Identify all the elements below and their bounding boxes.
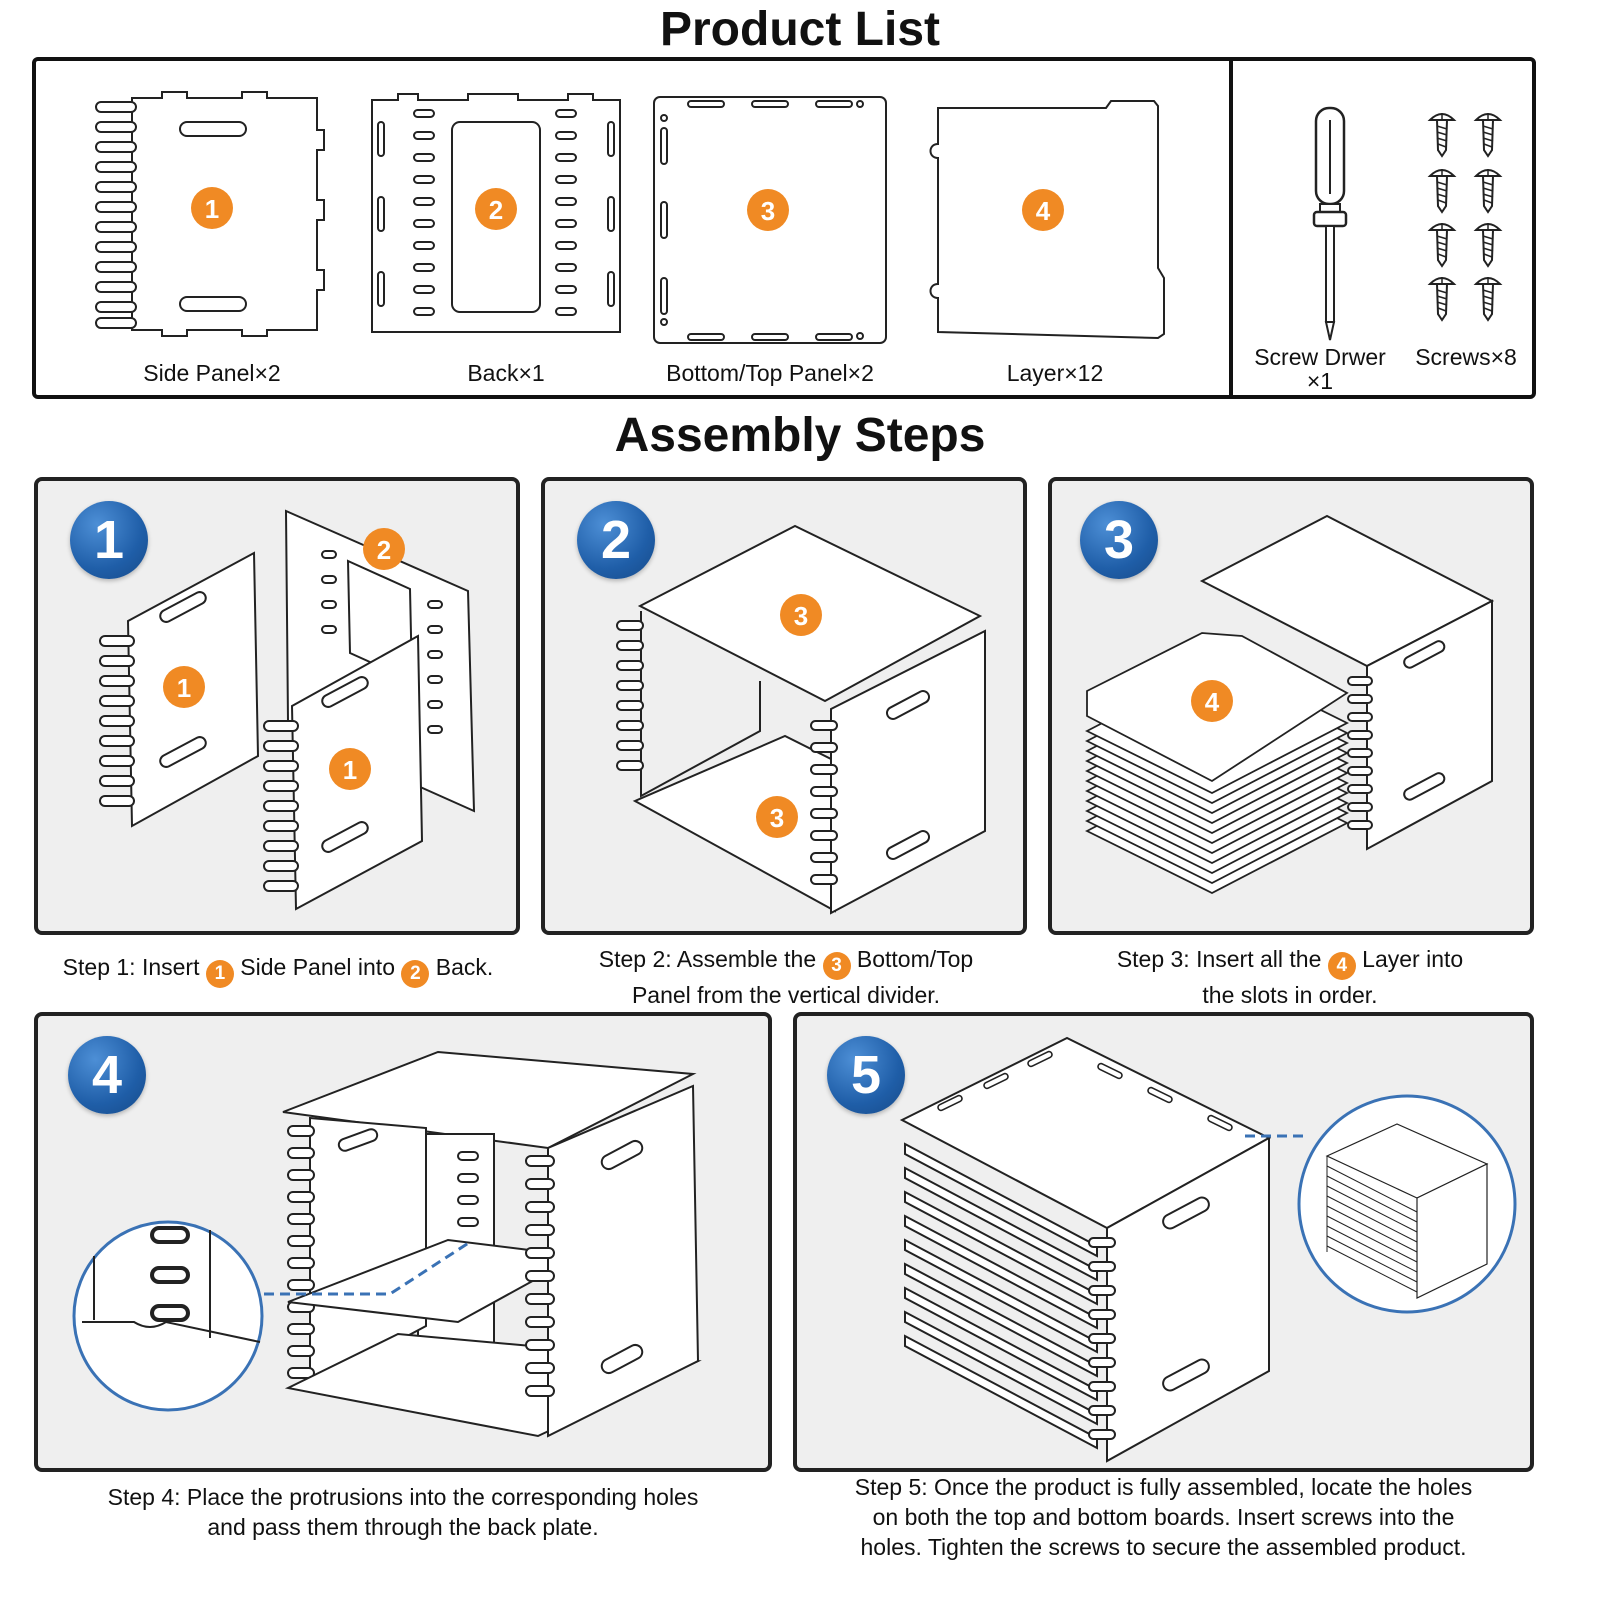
back-panel-drawing: 2	[371, 93, 621, 333]
svg-text:1: 1	[205, 194, 219, 224]
step-2-panel: 3 3 2	[541, 477, 1027, 935]
screws-icon	[1424, 108, 1512, 328]
part-layer: 4	[926, 98, 1170, 344]
step-5-panel: 5	[793, 1012, 1534, 1472]
part-side-panel-label: Side Panel×2	[143, 360, 281, 386]
step-5-caption: Step 5: Once the product is fully assemb…	[854, 1474, 1473, 1560]
svg-text:1: 1	[343, 755, 357, 785]
assembly-steps-title: Assembly Steps	[614, 409, 986, 462]
layer-drawing: 4	[929, 100, 1165, 340]
product-list-title: Product List	[659, 3, 940, 56]
screws-label: Screws×8	[1415, 344, 1517, 370]
svg-text:2: 2	[489, 195, 503, 225]
step-3-badge: 3	[1080, 501, 1158, 579]
svg-text:3: 3	[770, 803, 784, 833]
svg-text:1: 1	[177, 673, 191, 703]
svg-text:2: 2	[377, 535, 391, 565]
step-4-illustration	[72, 1050, 702, 1438]
part-back-label: Back×1	[467, 360, 545, 386]
side-panel-drawing: 1	[95, 91, 325, 337]
part-side-panel: 1	[92, 90, 332, 340]
svg-text:3: 3	[794, 601, 808, 631]
svg-text:4: 4	[1205, 687, 1220, 717]
screwdriver-label: Screw Drwer ×1	[1254, 344, 1386, 394]
step-4-caption: Step 4: Place the protrusions into the c…	[107, 1484, 699, 1540]
svg-text:4: 4	[1036, 196, 1051, 226]
step-4-badge: 4	[68, 1036, 146, 1114]
step-1-panel: 2 1 1 1	[34, 477, 520, 935]
svg-text:3: 3	[761, 196, 775, 226]
step-1-badge: 1	[70, 501, 148, 579]
bottom-top-panel-drawing: 3	[653, 96, 887, 344]
part-bottom-top-panel: 3	[650, 94, 890, 346]
step-1-caption: Step 1: Insert 1 Side Panel into 2 Back.	[28, 952, 528, 988]
step-3-caption: Step 3: Insert all the 4 Layer into the …	[1116, 946, 1464, 1008]
screwdriver-icon	[1300, 104, 1360, 344]
step-1-illustration: 2 1 1	[99, 509, 476, 911]
step-3-panel: 4 3	[1048, 477, 1534, 935]
step-2-illustration: 3 3	[616, 524, 986, 915]
part-layer-label: Layer×12	[1006, 360, 1104, 386]
step-5-badge: 5	[827, 1036, 905, 1114]
part-back: 2	[368, 92, 624, 342]
step-5-illustration	[899, 1036, 1517, 1463]
step-2-caption: Step 2: Assemble the 3 Bottom/Top Panel …	[598, 946, 974, 1008]
step-3-illustration: 4	[1085, 514, 1495, 895]
product-list-divider	[1229, 59, 1233, 397]
part-bottom-top-panel-label: Bottom/Top Panel×2	[666, 360, 874, 386]
step-4-panel: 4	[34, 1012, 772, 1472]
step-2-badge: 2	[577, 501, 655, 579]
